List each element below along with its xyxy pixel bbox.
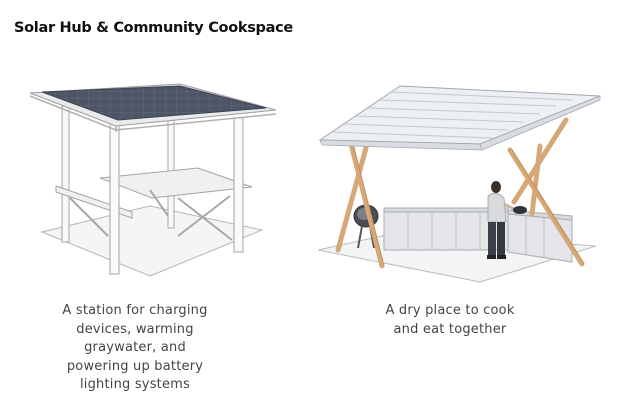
solar-panel — [41, 85, 267, 121]
post-front-right — [233, 117, 244, 253]
post-back-right — [167, 107, 175, 229]
ground-slab — [40, 205, 264, 277]
cookspace-caption: A dry place to cook and eat together — [340, 302, 560, 339]
cookspace-illustration — [317, 85, 601, 283]
caption-line: A dry place to cook — [385, 303, 515, 318]
caption-line: A station for charging — [62, 303, 208, 318]
person-figure — [487, 181, 527, 259]
caption-line: devices, warming — [76, 321, 194, 337]
caption-line: powering up battery — [66, 358, 204, 374]
caption-line: lighting systems — [79, 377, 191, 392]
wood-post — [345, 129, 385, 269]
caption-line: and eat together — [393, 321, 507, 337]
solar-hub-caption: A station for charging devices, warming … — [25, 302, 245, 395]
wood-post — [529, 143, 543, 217]
post-back-left — [61, 105, 70, 243]
wood-post — [507, 147, 585, 267]
post-front-left — [109, 123, 120, 275]
bench-back — [99, 167, 253, 199]
solar-hub-illustration — [29, 83, 277, 277]
page-title: Solar Hub & Community Cookspace — [14, 20, 293, 36]
caption-line: graywater, and — [84, 340, 186, 355]
wood-post — [511, 117, 569, 205]
